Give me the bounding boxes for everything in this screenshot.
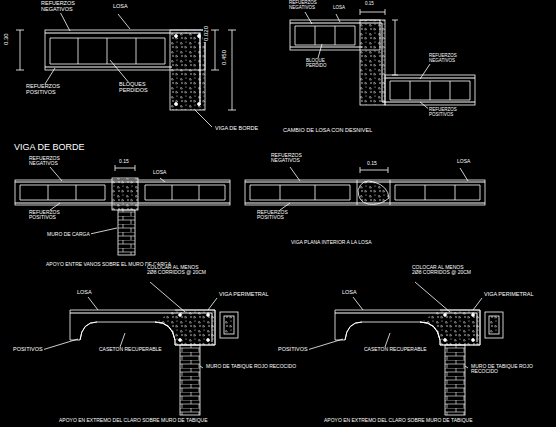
bearing-wall-detail bbox=[15, 165, 230, 255]
annotation-label: 0.30 bbox=[3, 32, 9, 46]
slab-step-detail bbox=[290, 9, 475, 110]
annotation-label: VIGA DE BORDE bbox=[214, 126, 259, 132]
annotation-label: 0.450 bbox=[221, 49, 227, 66]
annotation-label: MURO DE TABIQUE ROJO RECOCIDO bbox=[470, 364, 552, 375]
annotation-label: MURO DE CARGA bbox=[46, 232, 91, 237]
end-support-detail bbox=[42, 282, 238, 415]
annotation-label: COLOCAR AL MENOS 2Ø8 CORRIDOS @ 20CM bbox=[146, 265, 210, 276]
annotation-label: POSITIVOS bbox=[12, 347, 44, 353]
annotation-label: REFUERZOS NEGATIVOS bbox=[270, 153, 312, 164]
annotation-label: REFUERZOS POSITIVOS bbox=[256, 210, 298, 221]
annotation-label: BLOQUE PERDIDO bbox=[305, 59, 339, 68]
edge-beam-detail bbox=[16, 12, 236, 127]
annotation-label: 0.15 bbox=[366, 161, 378, 166]
annotation-label: MURO DE TABIQUE ROJO RECOCIDO bbox=[205, 364, 297, 369]
annotation-label: APOYO EN EXTREMO DEL CLARO SOBRE MURO DE… bbox=[323, 418, 474, 423]
annotation-label: LOSA bbox=[341, 290, 358, 296]
annotation-label: REFUERZOS NEGATIVOS bbox=[288, 1, 326, 10]
annotation-label: 0.15 bbox=[364, 2, 375, 7]
annotation-label: CASETON RECUPERABLE bbox=[98, 347, 163, 352]
annotation-label: POSITIVOS bbox=[277, 347, 309, 353]
annotation-label: REFUERZOS NEGATIVOS bbox=[28, 156, 70, 167]
annotation-label: VIGA PLANA INTERIOR A LA LOSA bbox=[290, 240, 373, 245]
section-title: VIGA DE BORDE bbox=[13, 143, 86, 152]
annotation-label: 0.020 bbox=[203, 25, 209, 42]
flat-beam-detail bbox=[245, 167, 485, 210]
annotation-label: LOSA bbox=[456, 159, 471, 164]
annotation-label: REFUERZOS NEGATIVOS bbox=[428, 54, 466, 63]
annotation-label: LOSA bbox=[332, 6, 346, 11]
annotation-label: 0.15 bbox=[118, 159, 130, 164]
annotation-label: LOSA bbox=[152, 170, 167, 175]
annotation-label: LOSA bbox=[112, 4, 129, 10]
annotation-label: REFUERZOS POSITIVOS bbox=[428, 108, 466, 117]
annotation-label: LOSA bbox=[76, 290, 93, 296]
annotation-label: CASETON RECUPERABLE bbox=[363, 347, 428, 352]
annotation-label: VIGA PERIMETRAL bbox=[483, 292, 535, 298]
annotation-label: COLOCAR AL MENOS 2Ø8 CORRIDOS @ 20CM bbox=[411, 265, 475, 276]
annotation-label: REFUERZOS NEGATIVOS bbox=[40, 1, 87, 13]
annotation-label: VIGA PERIMETRAL bbox=[218, 292, 270, 298]
annotation-label: CAMBIO DE LOSA CON DESNIVEL bbox=[282, 128, 373, 134]
annotation-label: REFUERZOS POSITIVOS bbox=[28, 210, 70, 221]
annotation-label: BLOQUES PERDIDOS bbox=[118, 82, 160, 94]
annotation-label: REFUERZOS POSITIVOS bbox=[25, 84, 72, 96]
annotation-label: APOYO EN EXTREMO DEL CLARO SOBRE MURO DE… bbox=[58, 418, 209, 423]
